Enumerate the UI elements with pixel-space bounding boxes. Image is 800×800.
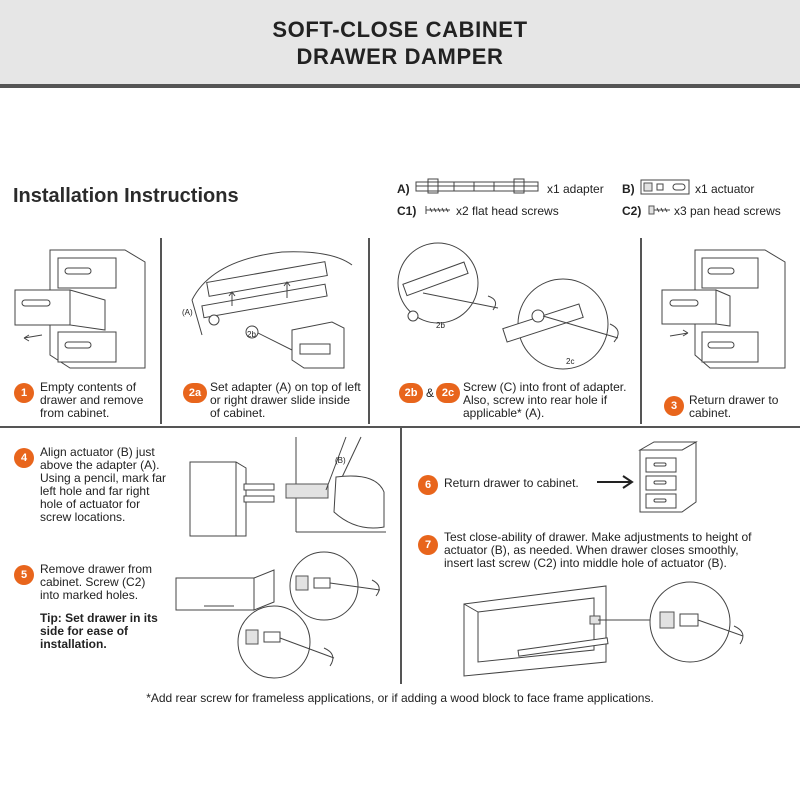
step5-badge: 5	[14, 565, 34, 585]
step6-text: Return drawer to cabinet.	[444, 476, 579, 490]
step2bc-illustration	[397, 242, 619, 370]
step3-text: Return drawer to cabinet.	[689, 393, 779, 420]
step2a-label-2b: 2b	[247, 330, 256, 339]
step2b-diagram-label: 2b	[436, 321, 445, 330]
part-b-text: x1 actuator	[695, 182, 755, 196]
step6-badge: 6	[418, 475, 438, 495]
header-title-line1: SOFT-CLOSE CABINET	[272, 17, 528, 42]
step4-illustration	[189, 436, 386, 537]
step2a-illustration	[191, 251, 353, 369]
step4-badge: 4	[14, 448, 34, 468]
header-banner: SOFT-CLOSE CABINET DRAWER DAMPER	[0, 0, 800, 88]
step2b-badge: 2b	[399, 383, 423, 403]
pan-screw-icon	[648, 205, 670, 215]
step2bc-text: Screw (C) into front of adapter. Also, s…	[463, 380, 627, 420]
step3-illustration	[661, 249, 786, 369]
step2a-badge: 2a	[183, 383, 207, 403]
step6-arrow-icon	[597, 475, 634, 489]
header-title-line2: DRAWER DAMPER	[296, 44, 504, 69]
step5-illustration	[175, 551, 381, 679]
divider-v2	[368, 238, 370, 424]
step4-label-b: (B)	[335, 456, 346, 465]
step1-illustration	[14, 249, 146, 369]
page-title: Installation Instructions	[13, 185, 239, 207]
step2c-diagram-label: 2c	[566, 357, 575, 366]
divider-v4	[400, 428, 402, 684]
step1-badge: 1	[14, 383, 34, 403]
step5-tip: Tip: Set drawer in its side for ease of …	[40, 611, 158, 651]
part-a-text: x1 adapter	[547, 182, 604, 196]
divider-h1	[0, 426, 800, 428]
step2a-label-a: (A)	[182, 308, 193, 317]
footnote: *Add rear screw for frameless applicatio…	[146, 691, 654, 705]
step7-text: Test close-ability of drawer. Make adjus…	[444, 530, 752, 570]
part-b-code: B)	[622, 182, 635, 196]
actuator-part-icon	[640, 179, 690, 195]
step2a-text: Set adapter (A) on top of left or right …	[210, 380, 361, 420]
divider-v3	[640, 238, 642, 424]
part-c2-code: C2)	[622, 204, 642, 218]
divider-v1	[160, 238, 162, 424]
step2c-badge: 2c	[436, 383, 460, 403]
part-c1-text: x2 flat head screws	[456, 204, 559, 218]
step1-text: Empty contents of drawer and remove from…	[40, 380, 144, 420]
step7-illustration	[463, 581, 744, 677]
part-c2-text: x3 pan head screws	[674, 204, 781, 218]
step4-text: Align actuator (B) just above the adapte…	[40, 445, 167, 524]
step2bc-amp: &	[426, 386, 435, 400]
adapter-part-icon	[415, 178, 539, 194]
step7-badge: 7	[418, 535, 438, 555]
step5-text: Remove drawer from cabinet. Screw (C2) i…	[40, 562, 153, 602]
part-c1-code: C1)	[397, 204, 417, 218]
flat-screw-icon	[425, 206, 450, 214]
step6-cabinet-illustration	[638, 441, 698, 513]
part-a-code: A)	[397, 182, 410, 196]
step3-badge: 3	[664, 396, 684, 416]
